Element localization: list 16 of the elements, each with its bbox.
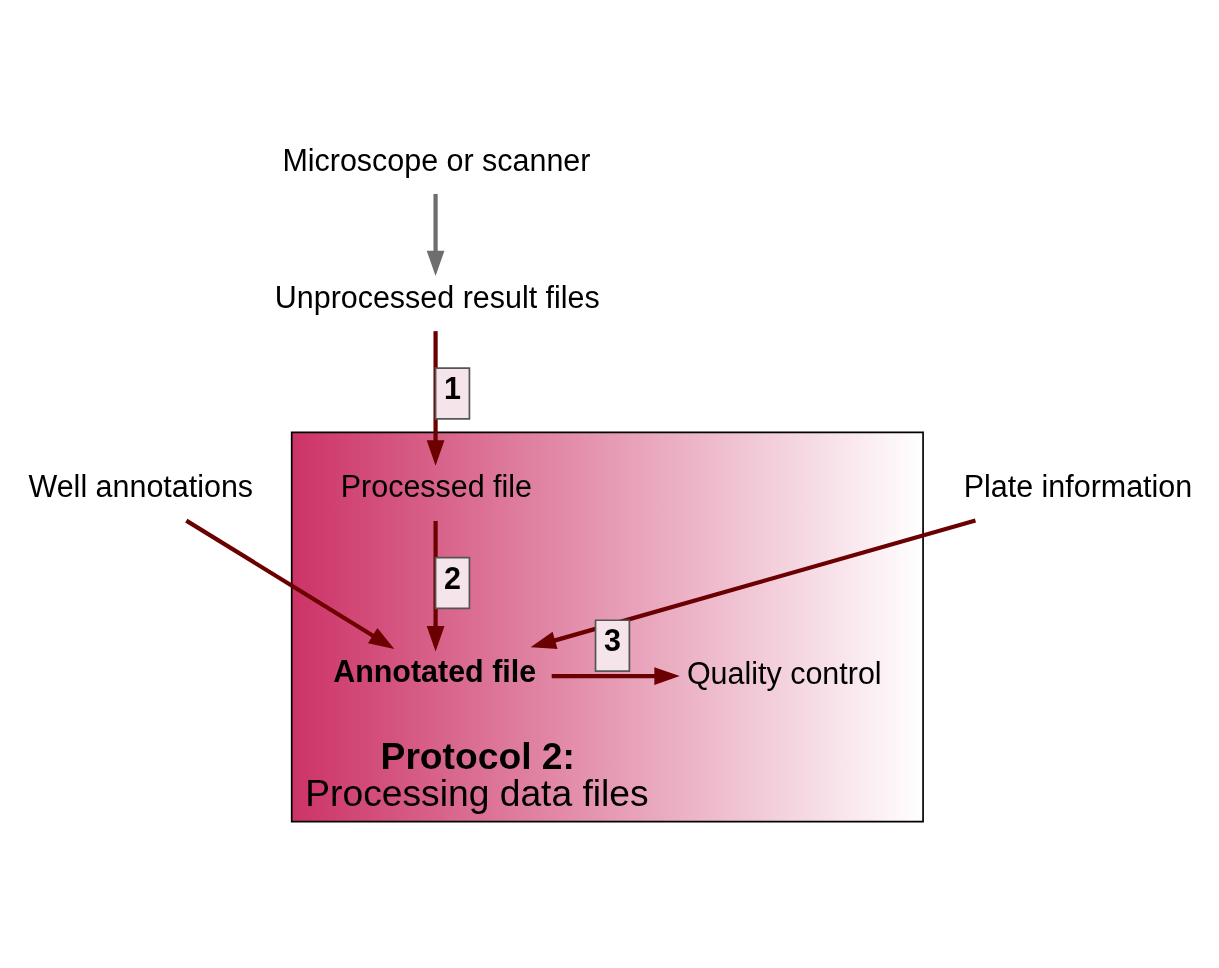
node-text: Processed file [340,469,533,504]
arrow [426,331,445,466]
edge-label: 3 [604,623,621,658]
arrow [530,518,977,649]
node-text: Annotated file [333,653,537,688]
node-text: Well annotations [28,469,254,504]
node-text: Quality control [686,655,882,690]
edge-label: 1 [444,371,461,406]
arrow [551,667,680,686]
node-text: Plate information [963,469,1193,504]
node-text: Unprocessed result files [274,279,600,314]
arrow [426,193,445,277]
arrow [426,521,445,652]
edge-label: 2 [444,560,461,595]
arrow [185,518,395,649]
node-text: Microscope or scanner [282,142,591,177]
